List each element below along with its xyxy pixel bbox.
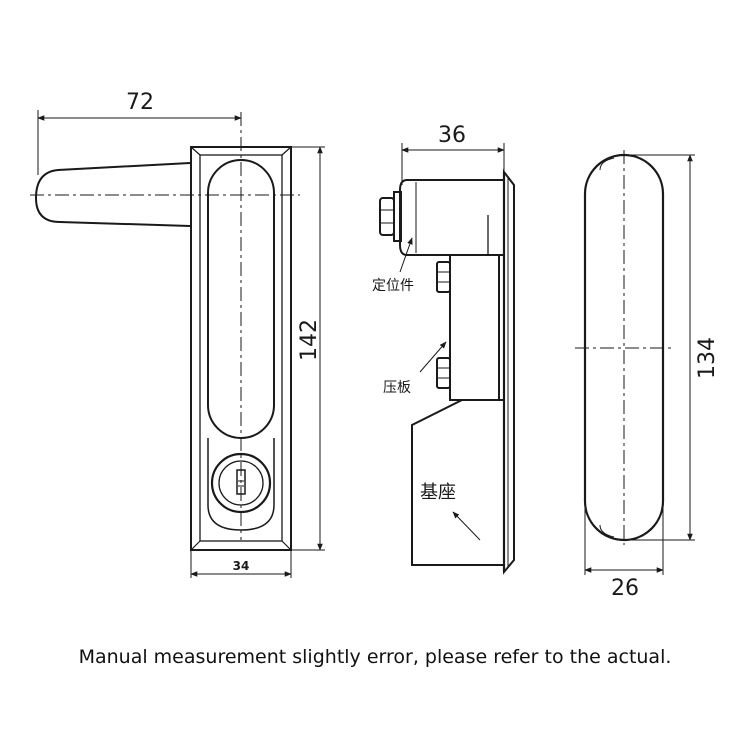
dim-body-width: 34 — [233, 559, 250, 573]
pressure-plate — [449, 254, 500, 401]
side-cylinder — [399, 179, 505, 256]
front-dimension-lines — [37, 110, 325, 578]
dim-cover-width: 26 — [611, 576, 639, 601]
side-dimension-lines — [401, 143, 505, 185]
dim-side-depth: 36 — [438, 123, 466, 148]
cover-centerlines — [575, 150, 675, 545]
positioning-nut — [379, 197, 395, 236]
cover-dimension-lines — [584, 154, 695, 575]
label-positioning-part: 定位件 — [372, 278, 414, 294]
front-centerlines — [30, 112, 300, 540]
disclaimer-note: Manual measurement slightly error, pleas… — [78, 646, 672, 668]
lever-handle — [34, 162, 191, 227]
bolt-lower — [436, 357, 451, 389]
bolt-upper — [436, 261, 451, 293]
side-plate — [503, 169, 515, 575]
front-view — [34, 146, 292, 551]
base-body — [411, 399, 505, 566]
label-base: 基座 — [420, 482, 456, 503]
dim-cover-height: 134 — [695, 337, 720, 379]
dim-body-height: 142 — [297, 319, 322, 361]
label-pressure-plate: 压板 — [383, 380, 411, 396]
side-view — [379, 169, 515, 575]
dim-handle-length: 72 — [126, 90, 154, 115]
callout-leaders — [399, 237, 481, 541]
technical-drawing: 72 142 34 36 — [30, 90, 720, 601]
